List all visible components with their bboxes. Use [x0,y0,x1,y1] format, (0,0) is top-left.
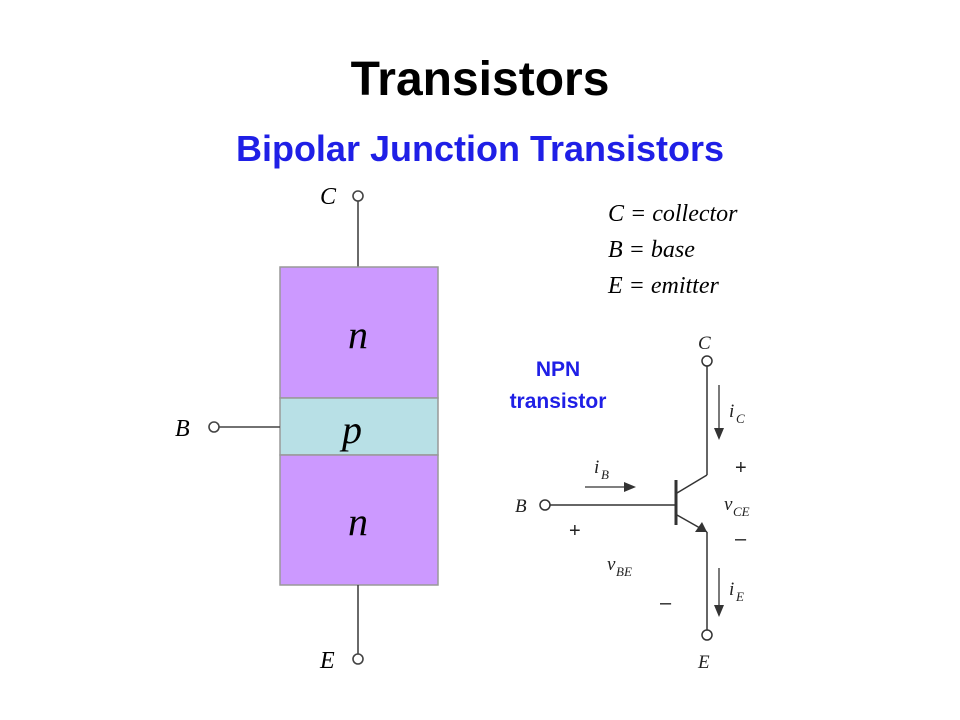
vbe-label-sub: BE [616,564,632,579]
symbol-label-b: B [515,496,527,517]
symbol-base-circle [539,499,551,511]
npn-caption: NPN transistor [488,354,628,418]
vbe-label-main: v [607,554,616,575]
ie-label-sub: E [735,589,744,604]
base-terminal-circle [208,421,220,433]
vbe-plus: + [569,520,581,542]
symbol-emitter-arrow [695,522,707,532]
layer-label-bottom: n [348,499,368,544]
ib-label-main: i [594,457,599,478]
npn-symbol [539,355,724,641]
symbol-label-e: E [697,652,710,673]
vce-label-sub: CE [733,504,750,519]
structure-label-c: C [320,184,337,210]
n-region-top [279,266,439,399]
legend-base: B = base [608,237,695,263]
ib-label-sub: B [601,467,609,482]
npn-caption-line2: transistor [509,390,607,413]
structure-label-b: B [175,416,190,442]
structure-label-e: E [319,648,335,674]
symbol-collector-diagonal [676,474,708,494]
ie-arrow-head [714,605,724,617]
slide-title: Transistors [350,53,610,106]
layer-label-mid: p [339,407,362,452]
n-region-bottom [279,454,439,586]
vce-minus: – [735,528,747,550]
symbol-emitter-circle [701,629,713,641]
ic-arrow-head [714,428,724,440]
slide-subtitle: Bipolar Junction Transistors [235,128,725,169]
npn-caption-line1: NPN [535,358,581,381]
npn-symbol-labels: C B E i C i B i E v CE + – v BE + – [515,333,750,673]
symbol-label-c: C [698,333,711,354]
collector-terminal-circle [352,190,364,202]
vbe-minus: – [660,592,672,614]
legend-collector: C = collector [608,201,738,227]
ic-label-main: i [729,401,734,422]
p-region [279,397,439,456]
structure-diagram: C n p n B E [175,184,439,674]
layer-label-top: n [348,312,368,357]
ic-label-sub: C [736,411,745,426]
symbol-collector-circle [701,355,713,367]
ib-arrow-head [624,482,636,492]
emitter-terminal-circle [352,653,364,665]
legend-emitter: E = emitter [608,273,719,299]
ie-label-main: i [729,579,734,600]
terminal-legend: C = collector B = base E = emitter [608,196,738,304]
vce-plus: + [735,457,747,479]
vce-label-main: v [724,494,733,515]
